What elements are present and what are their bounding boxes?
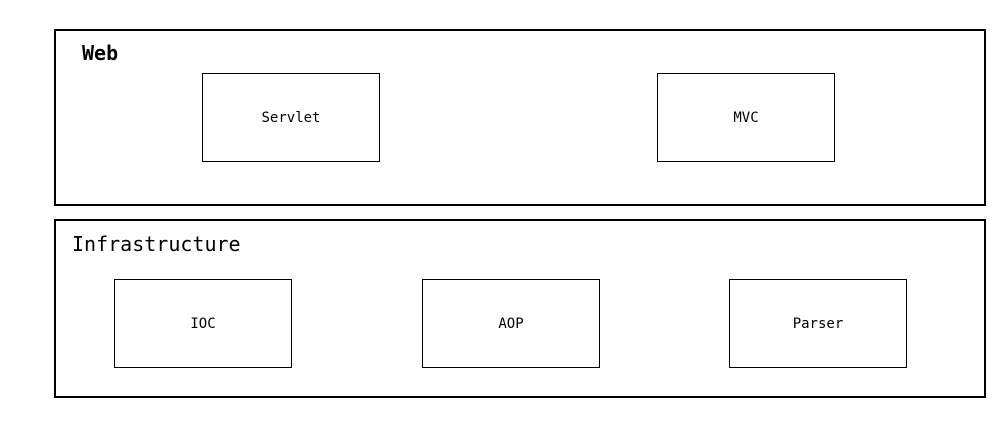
web-layer-box: Web Servlet MVC: [54, 29, 986, 206]
infrastructure-layer-box: Infrastructure IOC AOP Parser: [54, 219, 986, 398]
servlet-module-label: Servlet: [261, 109, 321, 126]
servlet-module-box: Servlet: [202, 73, 380, 162]
infrastructure-layer-title: Infrastructure: [72, 232, 241, 256]
web-layer-title: Web: [82, 41, 119, 65]
ioc-module-box: IOC: [114, 279, 292, 368]
aop-module-label: AOP: [498, 315, 524, 332]
parser-module-label: Parser: [792, 315, 844, 332]
mvc-module-label: MVC: [733, 109, 759, 126]
ioc-module-label: IOC: [190, 315, 216, 332]
mvc-module-box: MVC: [657, 73, 835, 162]
aop-module-box: AOP: [422, 279, 600, 368]
parser-module-box: Parser: [729, 279, 907, 368]
